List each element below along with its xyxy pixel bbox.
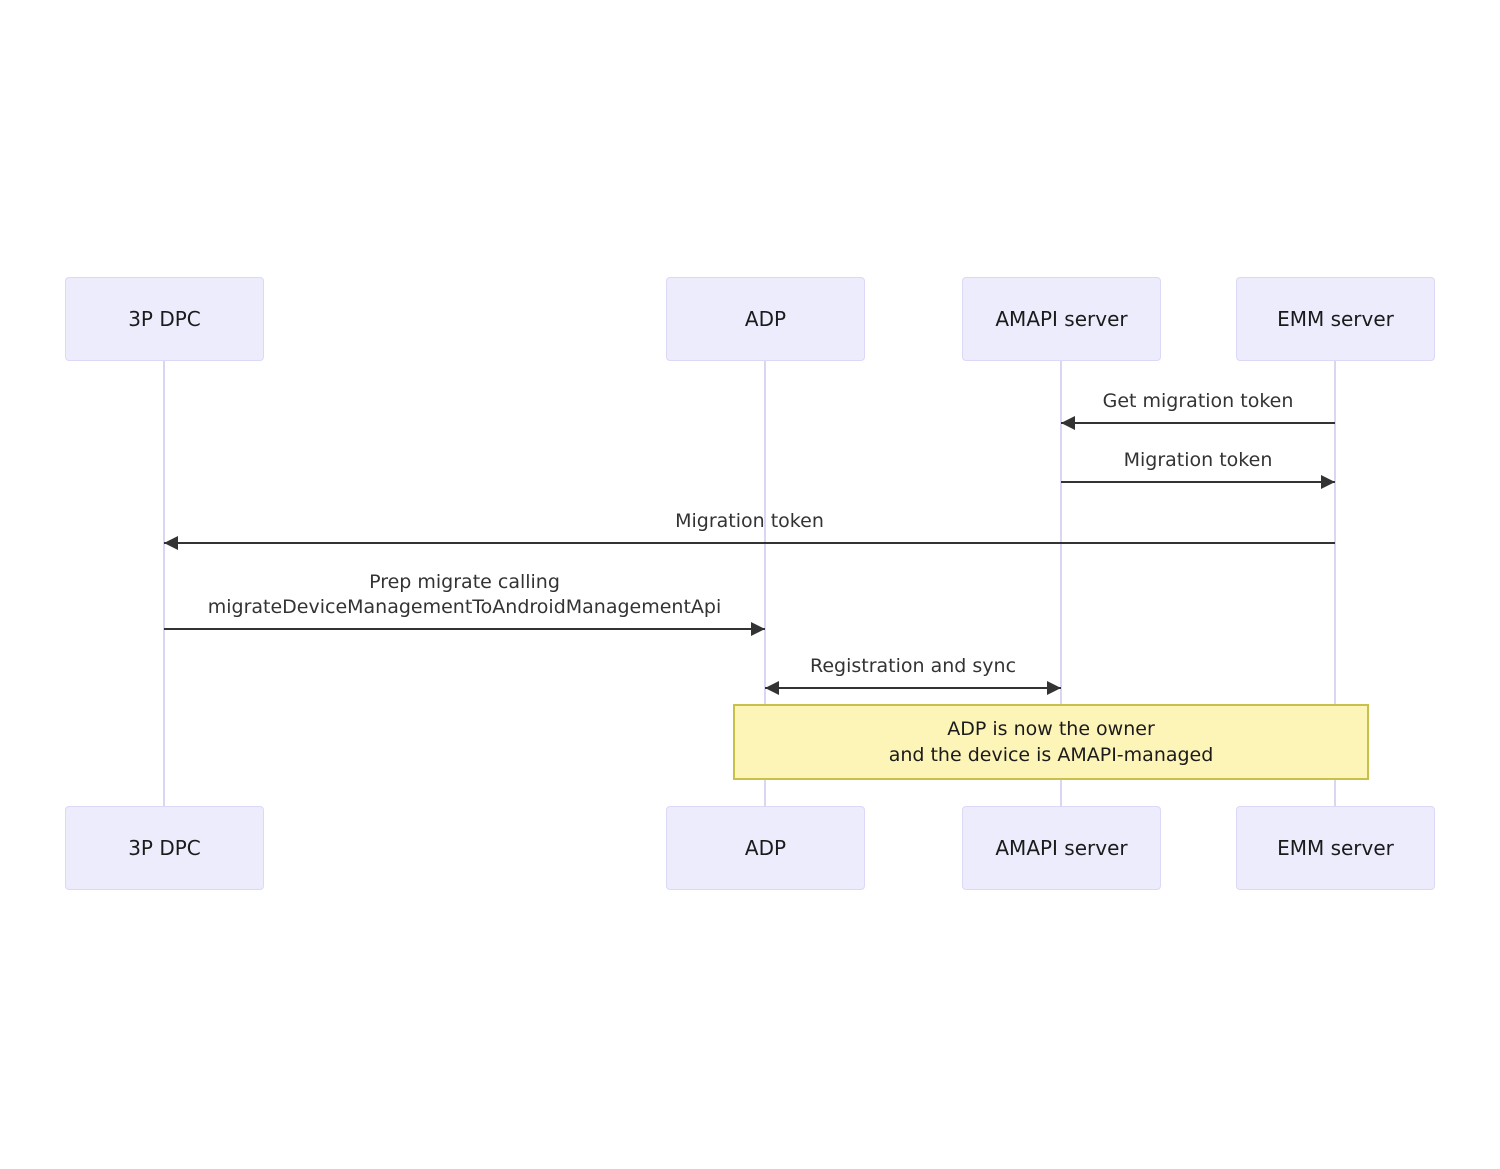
actor-box-amapi-top[interactable]: AMAPI server xyxy=(962,277,1161,361)
actor-label-dpc-bottom: 3P DPC xyxy=(128,836,201,860)
message-line-m3 xyxy=(164,542,1335,544)
actor-box-dpc-top[interactable]: 3P DPC xyxy=(65,277,264,361)
actor-label-amapi-bottom: AMAPI server xyxy=(995,836,1128,860)
actor-label-emm-top: EMM server xyxy=(1277,307,1394,331)
actor-box-emm-top[interactable]: EMM server xyxy=(1236,277,1435,361)
note-text-n1: ADP is now the owner and the device is A… xyxy=(888,718,1214,766)
message-line-m4 xyxy=(164,628,765,630)
actor-label-adp-bottom: ADP xyxy=(744,836,787,860)
actor-box-adp-top[interactable]: ADP xyxy=(666,277,865,361)
arrowhead-left-m3 xyxy=(164,536,178,550)
lifeline-dpc xyxy=(163,361,165,806)
message-label-m2: Migration token xyxy=(1123,449,1273,471)
arrowhead-right-m2 xyxy=(1321,475,1335,489)
actor-box-dpc-bottom[interactable]: 3P DPC xyxy=(65,806,264,890)
message-line-m1 xyxy=(1061,422,1335,424)
message-line-m5 xyxy=(765,687,1061,689)
message-label-m4: Prep migrate calling migrateDeviceManage… xyxy=(207,571,722,618)
lifeline-emm xyxy=(1334,361,1336,806)
arrowhead-right-m5 xyxy=(1047,681,1061,695)
message-label-m5: Registration and sync xyxy=(809,655,1017,677)
message-label-m1: Get migration token xyxy=(1102,390,1294,412)
actor-label-emm-bottom: EMM server xyxy=(1277,836,1394,860)
actor-label-amapi-top: AMAPI server xyxy=(995,307,1128,331)
actor-box-adp-bottom[interactable]: ADP xyxy=(666,806,865,890)
note-n1: ADP is now the owner and the device is A… xyxy=(733,704,1369,780)
arrowhead-left-m5 xyxy=(765,681,779,695)
message-label-m3: Migration token xyxy=(675,510,824,532)
actor-box-emm-bottom[interactable]: EMM server xyxy=(1236,806,1435,890)
arrowhead-right-m4 xyxy=(751,622,765,636)
lifeline-amapi xyxy=(1060,361,1062,806)
actor-label-dpc-top: 3P DPC xyxy=(128,307,201,331)
arrowhead-left-m1 xyxy=(1061,416,1075,430)
actor-box-amapi-bottom[interactable]: AMAPI server xyxy=(962,806,1161,890)
message-line-m2 xyxy=(1061,481,1335,483)
actor-label-adp-top: ADP xyxy=(744,307,787,331)
lifeline-adp xyxy=(764,361,766,806)
